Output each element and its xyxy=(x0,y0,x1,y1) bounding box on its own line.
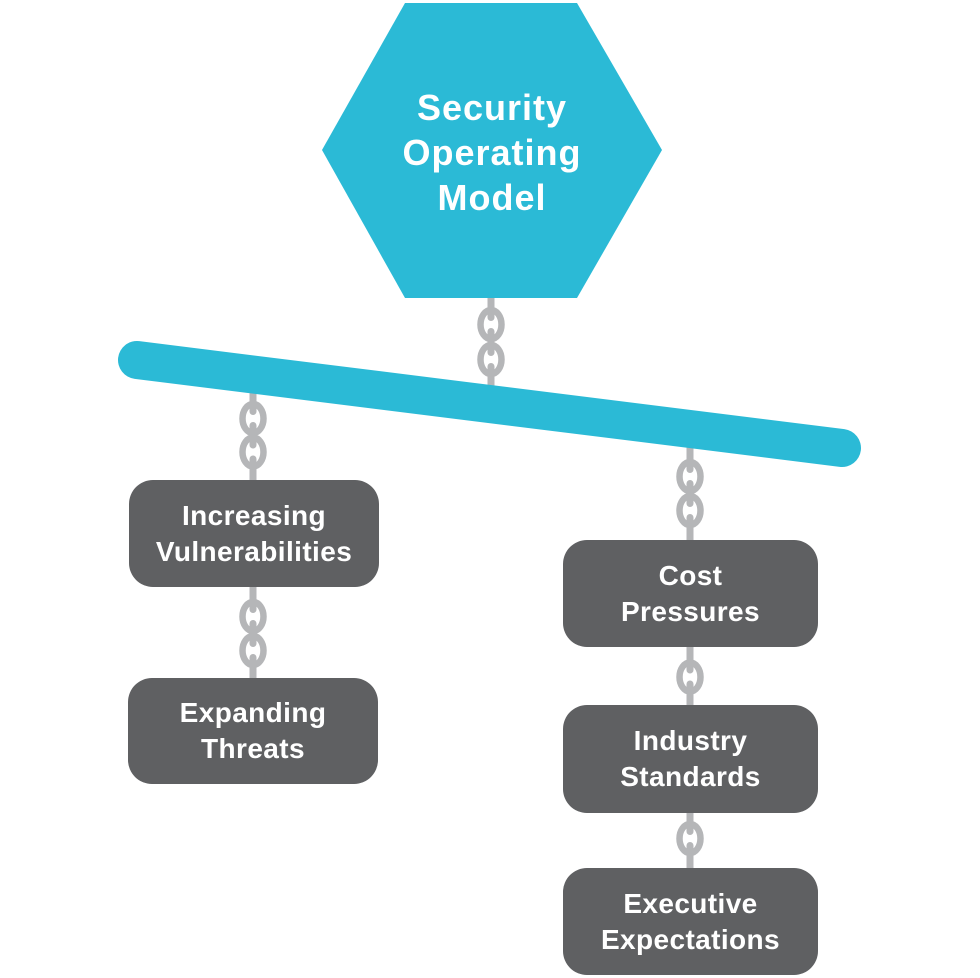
box-label-line: Executive xyxy=(623,887,758,919)
box-industry-standards: Industry Standards xyxy=(563,705,818,813)
box-label-line: Vulnerabilities xyxy=(155,535,353,567)
box-label-line: Expanding xyxy=(179,697,327,728)
hexagon-title: Security Operating Model xyxy=(332,85,652,220)
hexagon-title-line: Model xyxy=(437,177,547,218)
box-label-line: Increasing xyxy=(181,499,327,531)
chain-beam-to-right-column xyxy=(680,432,701,544)
box-cost-pressures: Cost Pressures xyxy=(563,540,818,647)
box-label-line: Pressures xyxy=(620,595,761,627)
box-label-line: Cost xyxy=(658,559,723,591)
box-label-line: Expectations xyxy=(600,923,781,955)
box-executive-expectations: Executive Expectations xyxy=(563,868,818,975)
box-label-line: Industry xyxy=(633,725,748,756)
chain-right-boxes-1 xyxy=(680,645,701,708)
hexagon-title-line: Security xyxy=(416,87,568,128)
box-label-line: Standards xyxy=(620,761,761,792)
hexagon-shape xyxy=(322,3,662,298)
box-increasing-vulnerabilities: Increasing Vulnerabilities xyxy=(129,480,379,587)
box-expanding-threats: Expanding Threats xyxy=(128,678,378,784)
chain-left-boxes xyxy=(243,585,264,682)
box-label-line: Threats xyxy=(201,733,305,764)
chain-right-boxes-2 xyxy=(680,811,701,871)
chain-hexagon-to-beam xyxy=(481,294,502,392)
hexagon-title-line: Operating xyxy=(402,132,582,173)
chain-beam-to-left-column xyxy=(243,376,264,484)
balance-beam xyxy=(118,341,861,467)
